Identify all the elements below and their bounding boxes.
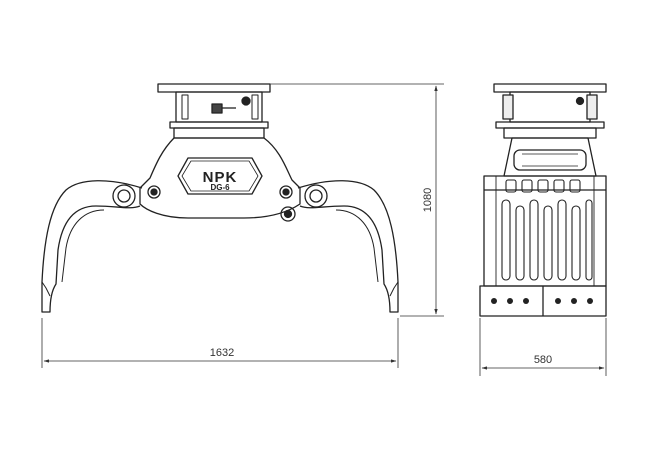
- front-view: [479, 83, 607, 317]
- slewing-ring: [169, 121, 269, 129]
- right-jaw: [297, 180, 399, 313]
- front-rotator-housing: [509, 91, 591, 123]
- hydraulic-fitting-icon: [241, 96, 251, 106]
- pivot-pin-icon: [304, 184, 328, 208]
- hydraulic-cylinder: [513, 149, 587, 171]
- tine-slots: [501, 179, 593, 281]
- dim-label-580: 580: [534, 354, 552, 366]
- cylinder-pin-icon: [280, 206, 296, 222]
- dimension-lines: [41, 83, 607, 376]
- bolt-icon: [279, 185, 293, 199]
- pivot-pin-icon: [112, 184, 136, 208]
- bolt-icon: [147, 185, 161, 199]
- dim-label-1080: 1080: [422, 188, 434, 212]
- front-top-plate: [493, 83, 607, 93]
- side-view: [41, 83, 399, 313]
- grapple-body: [139, 137, 301, 219]
- brand-logo-text: NPK: [203, 169, 238, 186]
- logo-plate: [177, 157, 263, 195]
- left-jaw: [41, 180, 143, 313]
- model-label: DG-6: [210, 183, 230, 192]
- dim-label-1632: 1632: [210, 347, 234, 359]
- bolt-row: [491, 298, 593, 304]
- mounting-top-plate: [157, 83, 271, 93]
